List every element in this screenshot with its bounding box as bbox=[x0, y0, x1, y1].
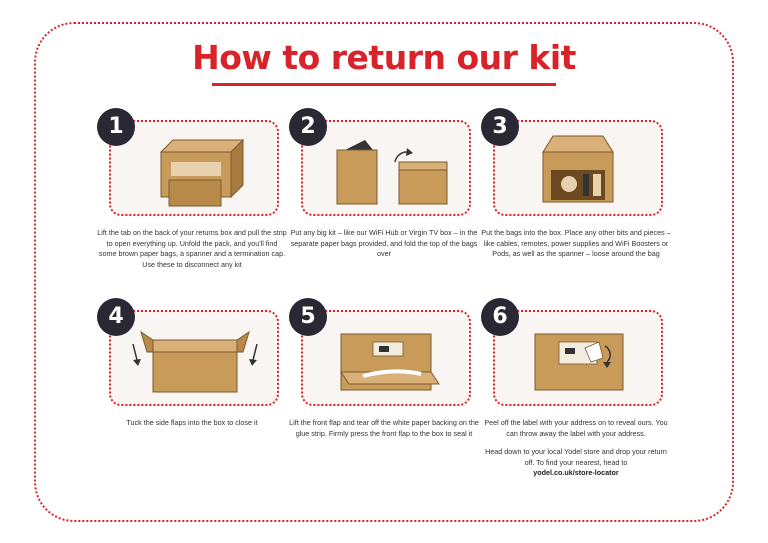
store-locator-link[interactable]: yodel.co.uk/store-locator bbox=[533, 468, 619, 477]
step-2-illustration bbox=[336, 140, 448, 205]
step-1-number-badge: 1 bbox=[97, 108, 135, 146]
step-2-number-badge: 2 bbox=[289, 108, 327, 146]
step-3-number-badge: 3 bbox=[481, 108, 519, 146]
step-1-text: Lift the tab on the back of your returns… bbox=[97, 228, 287, 269]
step-5-text: Lift the front flap and tear off the whi… bbox=[289, 418, 479, 438]
title-underline bbox=[212, 83, 556, 86]
step-3-description: Put the bags into the box. Place any oth… bbox=[481, 228, 671, 268]
step-5-card: 5 bbox=[289, 298, 471, 406]
step-4-card: 4 bbox=[97, 298, 279, 406]
step-2-card: 2 bbox=[289, 108, 471, 216]
step-4-description: Tuck the side flaps into the box to clos… bbox=[97, 418, 287, 437]
step-6-text: Peel off the label with your address on … bbox=[484, 418, 668, 438]
step-6-store-text: Head down to your local Yodel store and … bbox=[485, 447, 667, 467]
step-1-card: 1 bbox=[97, 108, 279, 216]
page-title: How to return our kit bbox=[192, 38, 576, 77]
step-2-text: Put any big kit – like our WiFi Hub or V… bbox=[290, 228, 478, 258]
step-4-number-badge: 4 bbox=[97, 298, 135, 336]
step-6-description: Peel off the label with your address on … bbox=[481, 418, 671, 487]
step-6-number-badge: 6 bbox=[481, 298, 519, 336]
step-5-number-badge: 5 bbox=[289, 298, 327, 336]
step-4-illustration bbox=[132, 330, 258, 393]
step-2-description: Put any big kit – like our WiFi Hub or V… bbox=[289, 228, 479, 268]
step-6-card: 6 bbox=[481, 298, 663, 406]
step-5-illustration bbox=[340, 333, 440, 391]
step-3-card: 3 bbox=[481, 108, 663, 216]
step-4-text: Tuck the side flaps into the box to clos… bbox=[126, 418, 258, 427]
step-1-illustration bbox=[159, 138, 245, 207]
step-6-text-2: Head down to your local Yodel store and … bbox=[481, 447, 671, 479]
step-6-illustration bbox=[534, 333, 624, 391]
step-5-description: Lift the front flap and tear off the whi… bbox=[289, 418, 479, 447]
step-3-illustration bbox=[542, 135, 614, 203]
dotted-border-frame bbox=[34, 22, 734, 522]
step-3-text: Put the bags into the box. Place any oth… bbox=[481, 228, 671, 258]
step-1-description: Lift the tab on the back of your returns… bbox=[97, 228, 287, 278]
